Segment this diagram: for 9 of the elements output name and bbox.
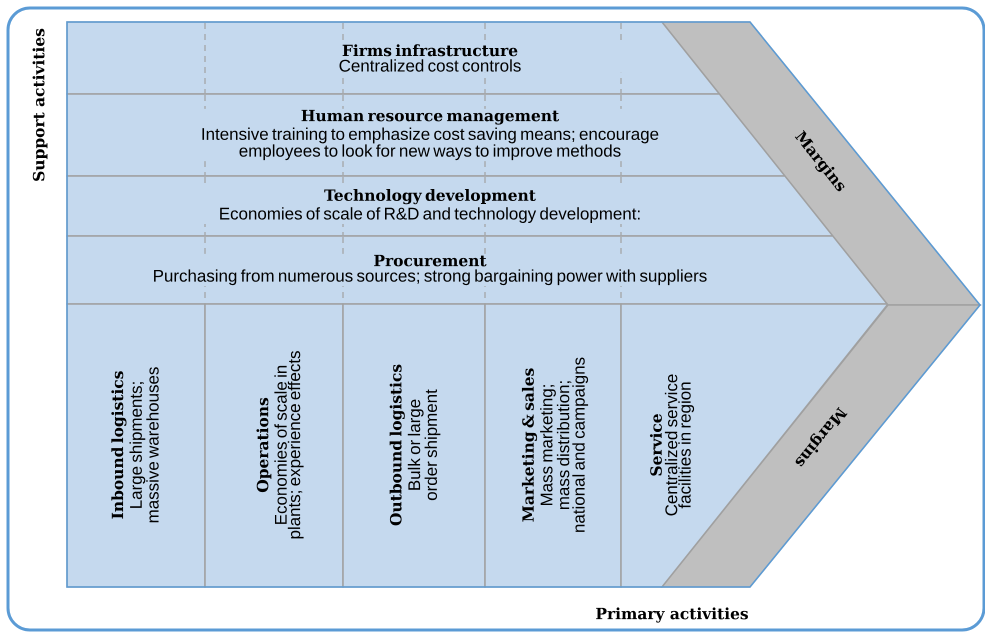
activity-column: Inbound logistics Large shipments; massive warehouses (66, 303, 206, 588)
activity-band: Procurement Purchasing from numerous sources; strong bargaining power with suppliers (66, 235, 889, 305)
activity-column: Operations Economies of scale in plants; experience effects (204, 303, 344, 588)
axis-label: Support activities (32, 28, 48, 181)
activity-band: Human resource management Intensive training to emphasize cost saving means; encourage employees to look for new ways to improve methods (66, 93, 787, 177)
axis-label: Primary activities (596, 607, 748, 623)
activity-column: Outbound logistics Bulk or large order shipment (342, 303, 486, 588)
activity-band: Firms infrastructure Centralized cost controls (66, 21, 722, 95)
activity-column: Marketing & sales Mass marketing; mass distribution; national and campaigns (484, 303, 622, 588)
